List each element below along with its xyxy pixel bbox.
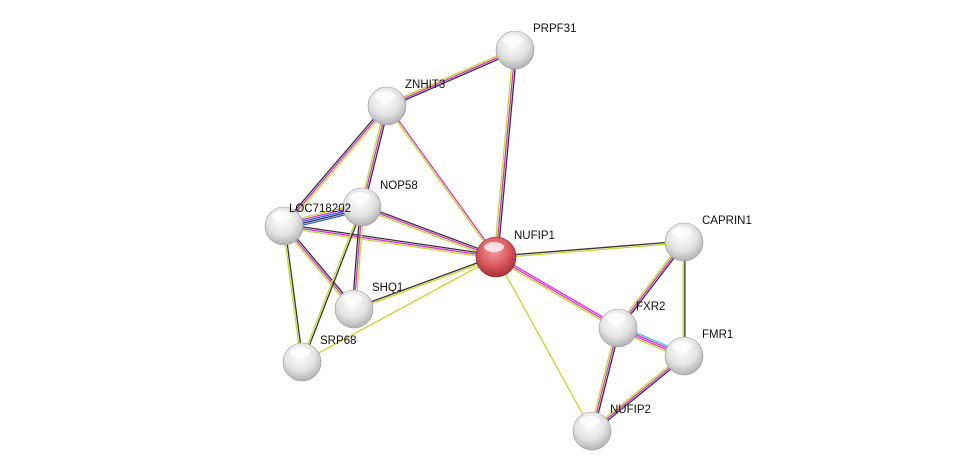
edge-line-coexpression — [284, 223, 497, 256]
node-prpf31[interactable]: PRPF31 — [495, 23, 576, 70]
edge-line-coexpression — [284, 225, 304, 362]
edge-line-experiments — [495, 256, 619, 329]
edge-line-textmining — [493, 49, 514, 257]
edge-NUFIP1-FXR2[interactable] — [494, 254, 620, 331]
edge-LOC718202-NUFIP1[interactable] — [283, 223, 497, 260]
edge-PRPF31-ZNHIT3[interactable] — [386, 47, 516, 109]
edge-NUFIP1-NUFIP2[interactable] — [495, 256, 593, 432]
edge-line-experiments — [496, 254, 620, 328]
edge-line-experiments — [283, 105, 388, 227]
edge-ZNHIT3-NUFIP1[interactable] — [385, 105, 498, 258]
edge-line-coexpression — [592, 356, 686, 433]
edge-line-textmining — [386, 47, 515, 105]
edge-line-textmining — [284, 106, 389, 228]
edge-line-textmining — [301, 256, 497, 363]
node-label: PRPF31 — [533, 23, 576, 35]
edge-line-textmining — [590, 354, 684, 431]
edge-line-experiments — [495, 49, 516, 258]
edge-line-textmining — [283, 227, 496, 260]
edge-LOC718202-SRP68[interactable] — [282, 225, 304, 363]
node-highlight — [290, 347, 310, 357]
edge-ZNHIT3-LOC718202[interactable] — [282, 104, 389, 228]
edge-line-experiments — [387, 105, 498, 257]
node-label: SHQ1 — [372, 282, 403, 294]
node-shq1[interactable]: SHQ1 — [334, 282, 403, 329]
node-nufip1[interactable]: NUFIP1 — [475, 230, 555, 278]
node-label: NUFIP1 — [514, 230, 555, 242]
node-highlight — [503, 35, 523, 45]
edge-line-coexpression — [387, 51, 516, 109]
edge-line-coexpression — [353, 255, 496, 309]
node-label: LOC718202 — [289, 203, 351, 215]
node-highlight — [672, 227, 692, 237]
node-fxr2[interactable]: FXR2 — [598, 301, 665, 348]
edge-line-textmining — [494, 257, 618, 331]
node-znhit3[interactable]: ZNHIT3 — [367, 79, 445, 126]
node-highlight — [606, 313, 626, 323]
edge-NOP58-NUFIP1[interactable] — [361, 204, 497, 260]
edge-line-textmining — [354, 257, 497, 311]
edge-line-coexpression — [362, 204, 497, 256]
node-label: FMR1 — [702, 329, 733, 341]
edge-line-textmining — [496, 242, 685, 259]
edge-line-experiments — [361, 206, 497, 258]
node-highlight — [484, 242, 504, 252]
node-nop58[interactable]: NOP58 — [342, 180, 418, 227]
edge-line-experiments — [591, 355, 685, 432]
edge-line-experiments — [283, 225, 497, 258]
node-label: SRP68 — [320, 335, 356, 347]
node-label: CAPRIN1 — [702, 215, 752, 227]
edge-line-coexpression — [302, 207, 364, 363]
node-highlight — [580, 416, 600, 426]
edge-line-textmining — [361, 208, 496, 260]
edge-line-textmining — [300, 206, 362, 362]
edge-line-textmining — [495, 256, 593, 432]
node-srp68[interactable]: SRP68 — [282, 335, 356, 382]
node-caprin1[interactable]: CAPRIN1 — [664, 215, 752, 262]
edge-line-coexpression — [282, 104, 387, 226]
edges-layer — [282, 47, 686, 433]
node-highlight — [272, 211, 292, 221]
node-highlight — [342, 294, 362, 304]
node-highlight — [375, 91, 395, 101]
edge-line-coexpression — [497, 50, 518, 258]
node-highlight — [672, 341, 692, 351]
edge-PRPF31-NUFIP1[interactable] — [493, 49, 518, 258]
edge-NUFIP1-CAPRIN1[interactable] — [495, 240, 685, 259]
node-label: NOP58 — [380, 180, 418, 192]
edge-SHQ1-NUFIP1[interactable] — [353, 255, 497, 311]
node-loc718202[interactable]: LOC718202 — [264, 203, 351, 246]
node-label: ZNHIT3 — [405, 79, 445, 91]
edge-line-experiments — [386, 49, 516, 107]
edge-line-textmining — [282, 226, 302, 363]
edge-SRP68-NUFIP1[interactable] — [301, 256, 497, 363]
node-label: NUFIP2 — [610, 404, 651, 416]
edge-FMR1-NUFIP2[interactable] — [590, 354, 686, 433]
edge-line-textmining — [385, 106, 496, 258]
node-nufip2[interactable]: NUFIP2 — [572, 404, 651, 451]
node-label: FXR2 — [636, 301, 665, 313]
node-highlight — [350, 192, 370, 202]
edge-line-coexpression — [495, 240, 684, 257]
node-fmr1[interactable]: FMR1 — [664, 329, 733, 376]
edge-NOP58-SRP68[interactable] — [300, 206, 364, 363]
